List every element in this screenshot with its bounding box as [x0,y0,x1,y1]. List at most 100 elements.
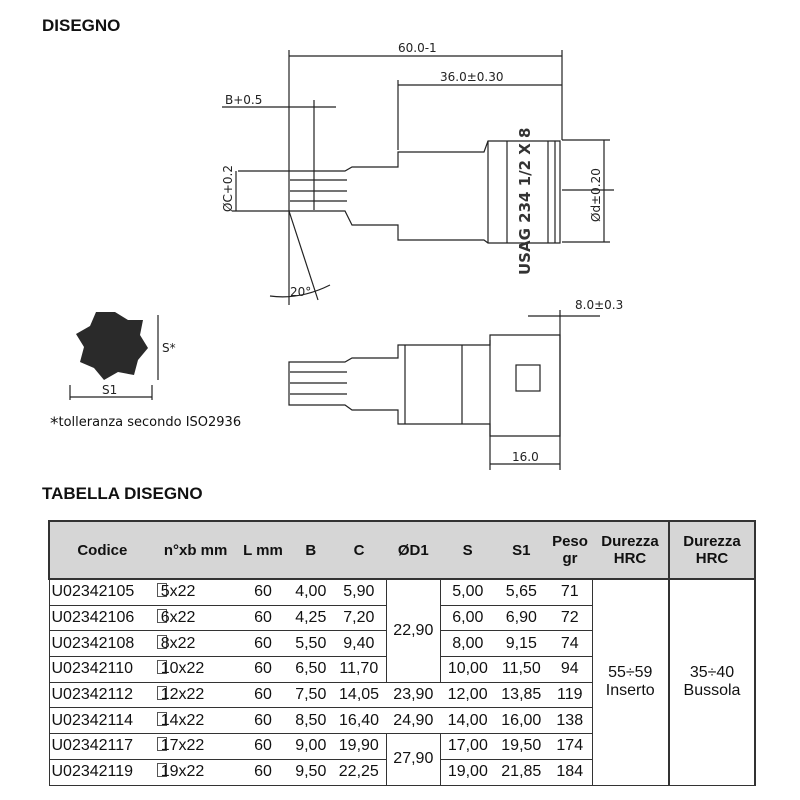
missing-glyph-icon [156,686,167,701]
cell-codice: U02342112 [48,681,155,709]
cell-nxb: 17x22 [154,733,237,760]
hrc-socket-label: Bussola [683,682,741,700]
col-hrc-socket: Durezza HRC [668,520,756,580]
cell-peso: 71 [548,578,593,606]
cell-b: 4,00 [289,578,333,606]
col-d1: ØD1 [386,520,441,580]
cell-s1: 11,50 [494,656,548,683]
dim-shank: 36.0±0.30 [440,70,504,84]
missing-glyph-icon [156,711,167,726]
hrc-socket-value: 35÷40 [689,664,735,682]
missing-glyph-icon [156,609,167,624]
cell-d1: 27,90 [385,733,442,786]
nxb-value: 12x22 [160,686,205,704]
cell-nxb: 10x22 [154,656,237,683]
label-s1: S1 [102,383,117,397]
cell-l: 60 [236,733,290,760]
cell-b: 9,50 [289,758,333,786]
cell-codice: U02342105 [48,578,155,606]
cell-nxb: 5x22 [154,578,237,606]
side-view: 60.0-1 36.0±0.30 B+0.5 ØC+0.2 Ød±0.20 20… [221,41,614,305]
cell-peso: 174 [548,733,593,760]
col-b: B [289,520,333,580]
cell-c: 7,20 [332,604,387,632]
cell-peso: 184 [548,758,593,786]
col-peso: Peso gr [548,520,592,580]
nxb-value: 10x22 [160,660,205,678]
cell-c: 5,90 [332,578,387,606]
cell-b: 4,25 [289,604,333,632]
dim-angle: 20° [290,285,311,299]
cell-c: 14,05 [332,681,387,709]
cell-peso: 138 [548,707,593,735]
cell-codice: U02342119 [48,758,155,786]
cell-s: 19,00 [440,758,495,786]
nxb-value: 5x22 [160,583,196,601]
cell-s1: 9,15 [494,630,548,658]
dim-square: 8.0±0.3 [575,298,623,312]
cell-c: 22,25 [332,758,387,786]
cell-peso: 94 [548,656,593,683]
socket-marking: USAG 234 1/2 X 8 [516,128,534,275]
cell-b: 7,50 [289,681,333,709]
cell-d1: 23,90 [386,681,441,709]
cell-peso: 72 [548,604,593,632]
cell-s: 12,00 [440,681,495,709]
cell-nxb: 14x22 [154,707,237,735]
cell-l: 60 [236,681,290,709]
table-heading: TABELLA DISEGNO [42,484,203,503]
cell-nxb: 6x22 [154,604,237,632]
nxb-value: 6x22 [160,609,196,627]
cell-s1: 19,50 [494,733,548,760]
cell-codice: U02342108 [48,630,155,658]
technical-drawing: 60.0-1 36.0±0.30 B+0.5 ØC+0.2 Ød±0.20 20… [69,41,623,470]
cell-peso: 74 [548,630,593,658]
top-view: 8.0±0.3 16.0 [288,298,623,470]
dim-length: 60.0-1 [398,41,437,55]
cell-c: 9,40 [332,630,387,658]
cell-s1: 6,90 [494,604,548,632]
hrc-insert-value: 55÷59 [608,664,653,682]
note-text: tolleranza secondo ISO2936 [58,415,242,430]
cell-l: 60 [236,707,290,735]
cell-s: 14,00 [440,707,495,735]
tolerance-note: *tolleranza secondo ISO2936 [50,414,241,434]
nxb-value: 17x22 [160,737,205,755]
cell-s: 5,00 [440,578,495,606]
cell-s1: 21,85 [494,758,548,786]
cell-s1: 5,65 [494,578,548,606]
cell-codice: U02342106 [48,604,155,632]
cell-codice: U02342110 [48,656,155,683]
cell-l: 60 [236,630,290,658]
cell-b: 8,50 [289,707,333,735]
note-asterisk: * [50,414,59,434]
dim-d: Ød±0.20 [589,168,603,222]
cell-s1: 13,85 [494,681,548,709]
cell-l: 60 [236,578,290,606]
cell-nxb: 12x22 [154,681,237,709]
missing-glyph-icon [156,737,167,752]
missing-glyph-icon [156,660,167,675]
col-codice: Codice [48,520,155,580]
cell-nxb: 19x22 [154,758,237,786]
nxb-value: 14x22 [160,711,205,729]
cell-nxb: 8x22 [154,630,237,658]
col-l: L mm [236,520,290,580]
cell-s: 8,00 [440,630,495,658]
dim-b: B+0.5 [225,93,262,107]
col-c: C [332,520,387,580]
col-nxb: n°xb mm [154,520,237,580]
nxb-value: 19x22 [160,763,205,781]
cell-c: 19,90 [332,733,387,760]
label-s: S* [162,341,176,355]
cell-l: 60 [236,758,290,786]
